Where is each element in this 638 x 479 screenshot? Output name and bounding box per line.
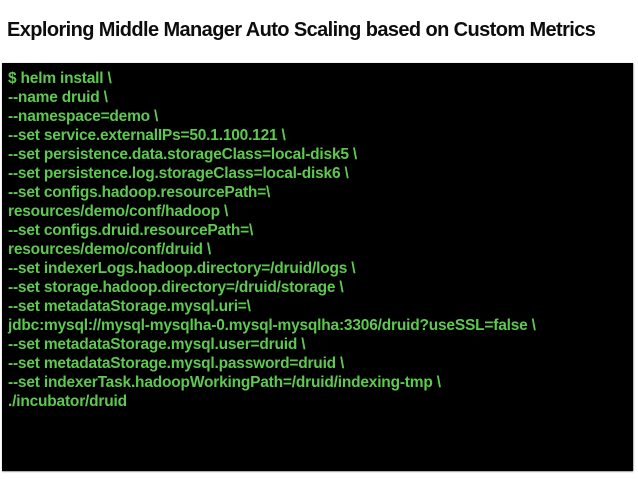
terminal-block: $ helm install \ --name druid \ --namesp… (2, 63, 633, 471)
terminal-line: --name druid \ (8, 89, 108, 106)
terminal-line: $ helm install \ (8, 70, 112, 87)
terminal-line: --set metadataStorage.mysql.uri=\ (8, 298, 251, 315)
terminal-line: --set metadataStorage.mysql.password=dru… (8, 355, 345, 372)
terminal-line: --set indexerTask.hadoopWorkingPath=/dru… (8, 374, 441, 391)
terminal-line: --set indexerLogs.hadoop.directory=/drui… (8, 260, 356, 277)
terminal-line: resources/demo/conf/hadoop \ (8, 203, 229, 220)
terminal-line: resources/demo/conf/druid \ (8, 241, 212, 258)
terminal-line: ./incubator/druid (8, 393, 127, 410)
terminal-line: --set service.externalIPs=50.1.100.121 \ (8, 127, 286, 144)
terminal-line: --set persistence.data.storageClass=loca… (8, 146, 358, 163)
terminal-line: --namespace=demo \ (8, 108, 159, 125)
terminal-line: --set configs.hadoop.resourcePath=\ (8, 184, 271, 201)
terminal-line: --set persistence.log.storageClass=local… (8, 165, 349, 182)
terminal-line: jdbc:mysql://mysql-mysqlha-0.mysql-mysql… (8, 317, 536, 334)
terminal-line: --set metadataStorage.mysql.user=druid \ (8, 336, 306, 353)
slide-title: Exploring Middle Manager Auto Scaling ba… (7, 19, 596, 41)
terminal-line: --set storage.hadoop.directory=/druid/st… (8, 279, 344, 296)
terminal-line: --set configs.druid.resourcePath=\ (8, 222, 254, 239)
